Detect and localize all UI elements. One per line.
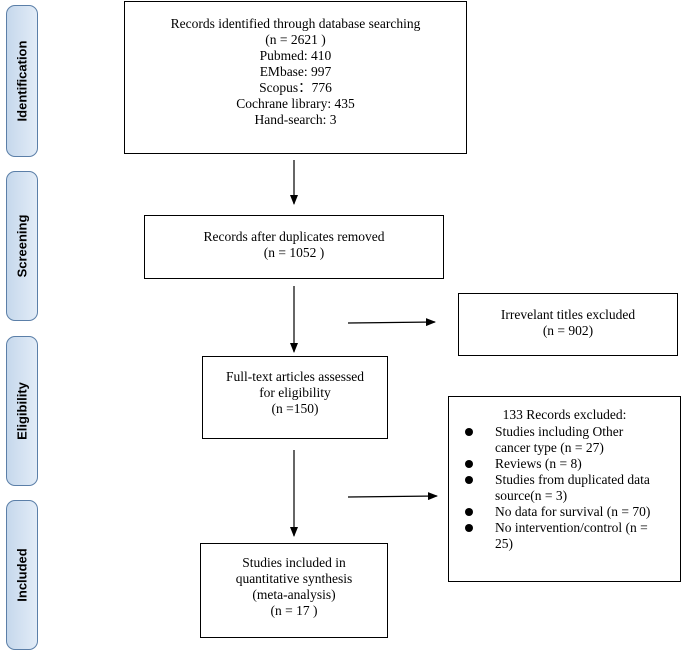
identified-line: EMbase: 997 bbox=[259, 64, 332, 79]
stage-screening: Screening bbox=[6, 171, 38, 321]
excluded-item-line: source(n = 3) bbox=[495, 488, 568, 503]
identified-line: (n = 2621 ) bbox=[265, 32, 326, 47]
duplicates-removed-box: Records after duplicates removed (n = 10… bbox=[144, 215, 444, 279]
excluded-list: Studies including Other cancer type (n =… bbox=[457, 424, 672, 552]
arrow-to-excluded bbox=[347, 492, 438, 501]
excluded-item-line: Studies from duplicated data bbox=[495, 472, 650, 487]
records-identified-box: Records identified through database sear… bbox=[124, 1, 467, 154]
included-line: quantitative synthesis bbox=[235, 571, 353, 586]
identified-line: Pubmed: 410 bbox=[259, 48, 332, 63]
identified-line: Cochrane library: 435 bbox=[236, 96, 355, 111]
stage-included: Included bbox=[6, 500, 38, 650]
fulltext-line: for eligibility bbox=[259, 385, 331, 400]
bullet-icon bbox=[465, 508, 473, 516]
fulltext-line: (n =150) bbox=[271, 401, 319, 416]
excluded-item-line: No data for survival (n = 70) bbox=[495, 504, 651, 519]
fulltext-assessed-box: Full-text articles assessed for eligibil… bbox=[202, 356, 388, 439]
stage-identification: Identification bbox=[6, 5, 38, 157]
identified-line: Hand-search: 3 bbox=[254, 112, 337, 127]
included-line: Studies included in bbox=[242, 555, 346, 570]
identified-line: Scopus：776 bbox=[259, 80, 332, 95]
records-excluded-box: 133 Records excluded: Studies including … bbox=[448, 396, 681, 582]
dedup-line: Records after duplicates removed bbox=[203, 229, 385, 244]
excluded-item-line: 25) bbox=[495, 536, 513, 551]
excluded-item-line: Studies including Other bbox=[495, 424, 624, 439]
excluded-header: 133 Records excluded: bbox=[502, 407, 627, 422]
bullet-icon bbox=[465, 460, 473, 468]
excluded-item: Studies from duplicated data source(n = … bbox=[457, 472, 672, 504]
excluded-item-line: Reviews (n = 8) bbox=[495, 456, 582, 471]
irrelevant-titles-box: Irrevelant titles excluded (n = 902) bbox=[458, 293, 678, 356]
excluded-item: Reviews (n = 8) bbox=[457, 456, 672, 472]
fulltext-line: Full-text articles assessed bbox=[226, 369, 364, 384]
dedup-line: (n = 1052 ) bbox=[263, 245, 325, 260]
bullet-icon bbox=[465, 524, 473, 532]
identified-line: Records identified through database sear… bbox=[170, 16, 421, 31]
excluded-item-line: No intervention/control (n = bbox=[495, 520, 648, 535]
bullet-icon bbox=[465, 428, 473, 436]
stage-eligibility: Eligibility bbox=[6, 336, 38, 486]
studies-included-box: Studies included in quantitative synthes… bbox=[200, 543, 388, 638]
excluded-item: No intervention/control (n = 25) bbox=[457, 520, 672, 552]
excluded-item: No data for survival (n = 70) bbox=[457, 504, 672, 520]
included-line: (meta-analysis) bbox=[252, 587, 336, 602]
included-line: (n = 17 ) bbox=[270, 603, 318, 618]
irrelevant-line: Irrevelant titles excluded bbox=[500, 307, 636, 322]
arrow-to-irrelevant bbox=[347, 318, 436, 327]
excluded-item: Studies including Other cancer type (n =… bbox=[457, 424, 672, 456]
bullet-icon bbox=[465, 476, 473, 484]
irrelevant-line: (n = 902) bbox=[542, 323, 594, 338]
excluded-item-line: cancer type (n = 27) bbox=[495, 440, 604, 455]
